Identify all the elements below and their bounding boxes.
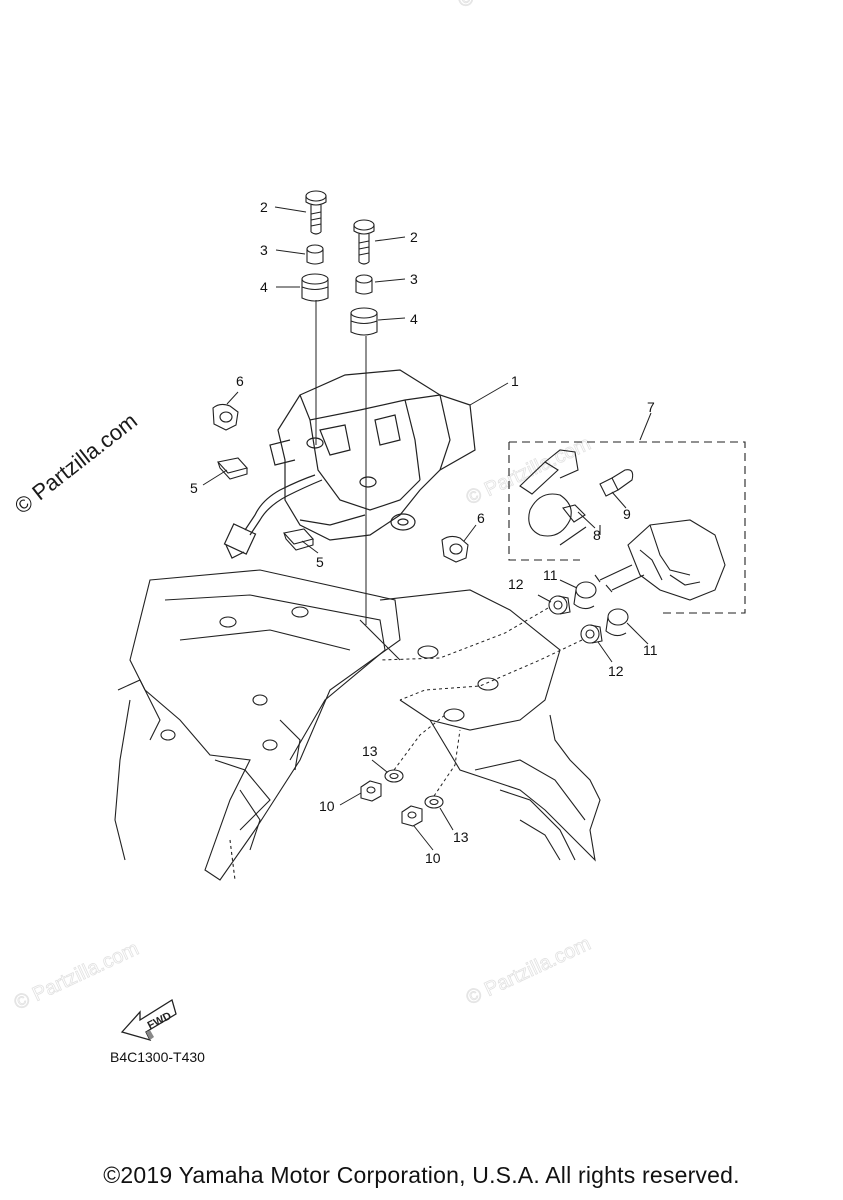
callout-11: 11 <box>643 642 658 658</box>
callout-4: 4 <box>260 279 268 295</box>
watermark-text: © Partzilla.com <box>455 0 586 13</box>
watermark-text: © Partzilla.com <box>463 933 594 1010</box>
assembly-lines <box>315 300 367 625</box>
collar-parts <box>306 244 373 295</box>
callout-5: 5 <box>190 480 198 496</box>
callout-7: 7 <box>647 399 655 415</box>
washer-nut-parts <box>360 769 444 827</box>
partzilla-watermark: © Partzilla.com <box>10 408 142 519</box>
grommet-parts <box>301 273 378 336</box>
callout-11: 11 <box>543 567 558 583</box>
spacer-parts <box>548 581 629 644</box>
watermarks: © Partzilla.com © Partzilla.com © Partzi… <box>10 0 594 1015</box>
tail-light-body <box>223 369 476 559</box>
callout-10: 10 <box>319 798 335 814</box>
callout-6: 6 <box>477 510 485 526</box>
copyright-notice: ©2019 Yamaha Motor Corporation, U.S.A. A… <box>103 1162 740 1188</box>
bolt-parts <box>305 190 375 265</box>
callout-13: 13 <box>362 743 378 759</box>
callout-1: 1 <box>511 373 519 389</box>
watermark-text: © Partzilla.com <box>11 938 142 1015</box>
leader-lines <box>202 206 652 851</box>
spring-nuts <box>216 457 315 551</box>
callout-12: 12 <box>608 663 624 679</box>
license-light-kit <box>508 441 746 614</box>
callout-labels: 2 3 4 2 3 4 1 6 5 5 6 7 8 9 11 12 11 12 … <box>190 199 658 866</box>
callout-2: 2 <box>410 229 418 245</box>
callout-3: 3 <box>410 271 418 287</box>
callout-8: 8 <box>593 527 601 543</box>
side-grommets <box>212 403 469 563</box>
callout-6: 6 <box>236 373 244 389</box>
callout-12: 12 <box>508 576 524 592</box>
callout-5: 5 <box>316 554 324 570</box>
callout-9: 9 <box>623 506 631 522</box>
guide-lines <box>379 607 583 797</box>
callout-2: 2 <box>260 199 268 215</box>
callout-4: 4 <box>410 311 418 327</box>
diagram-code: B4C1300-T430 <box>110 1049 205 1065</box>
callout-10: 10 <box>425 850 441 866</box>
callout-13: 13 <box>453 829 469 845</box>
frame-assembly <box>114 569 601 881</box>
fwd-arrow-icon: FWD <box>120 998 177 1042</box>
callout-3: 3 <box>260 242 268 258</box>
